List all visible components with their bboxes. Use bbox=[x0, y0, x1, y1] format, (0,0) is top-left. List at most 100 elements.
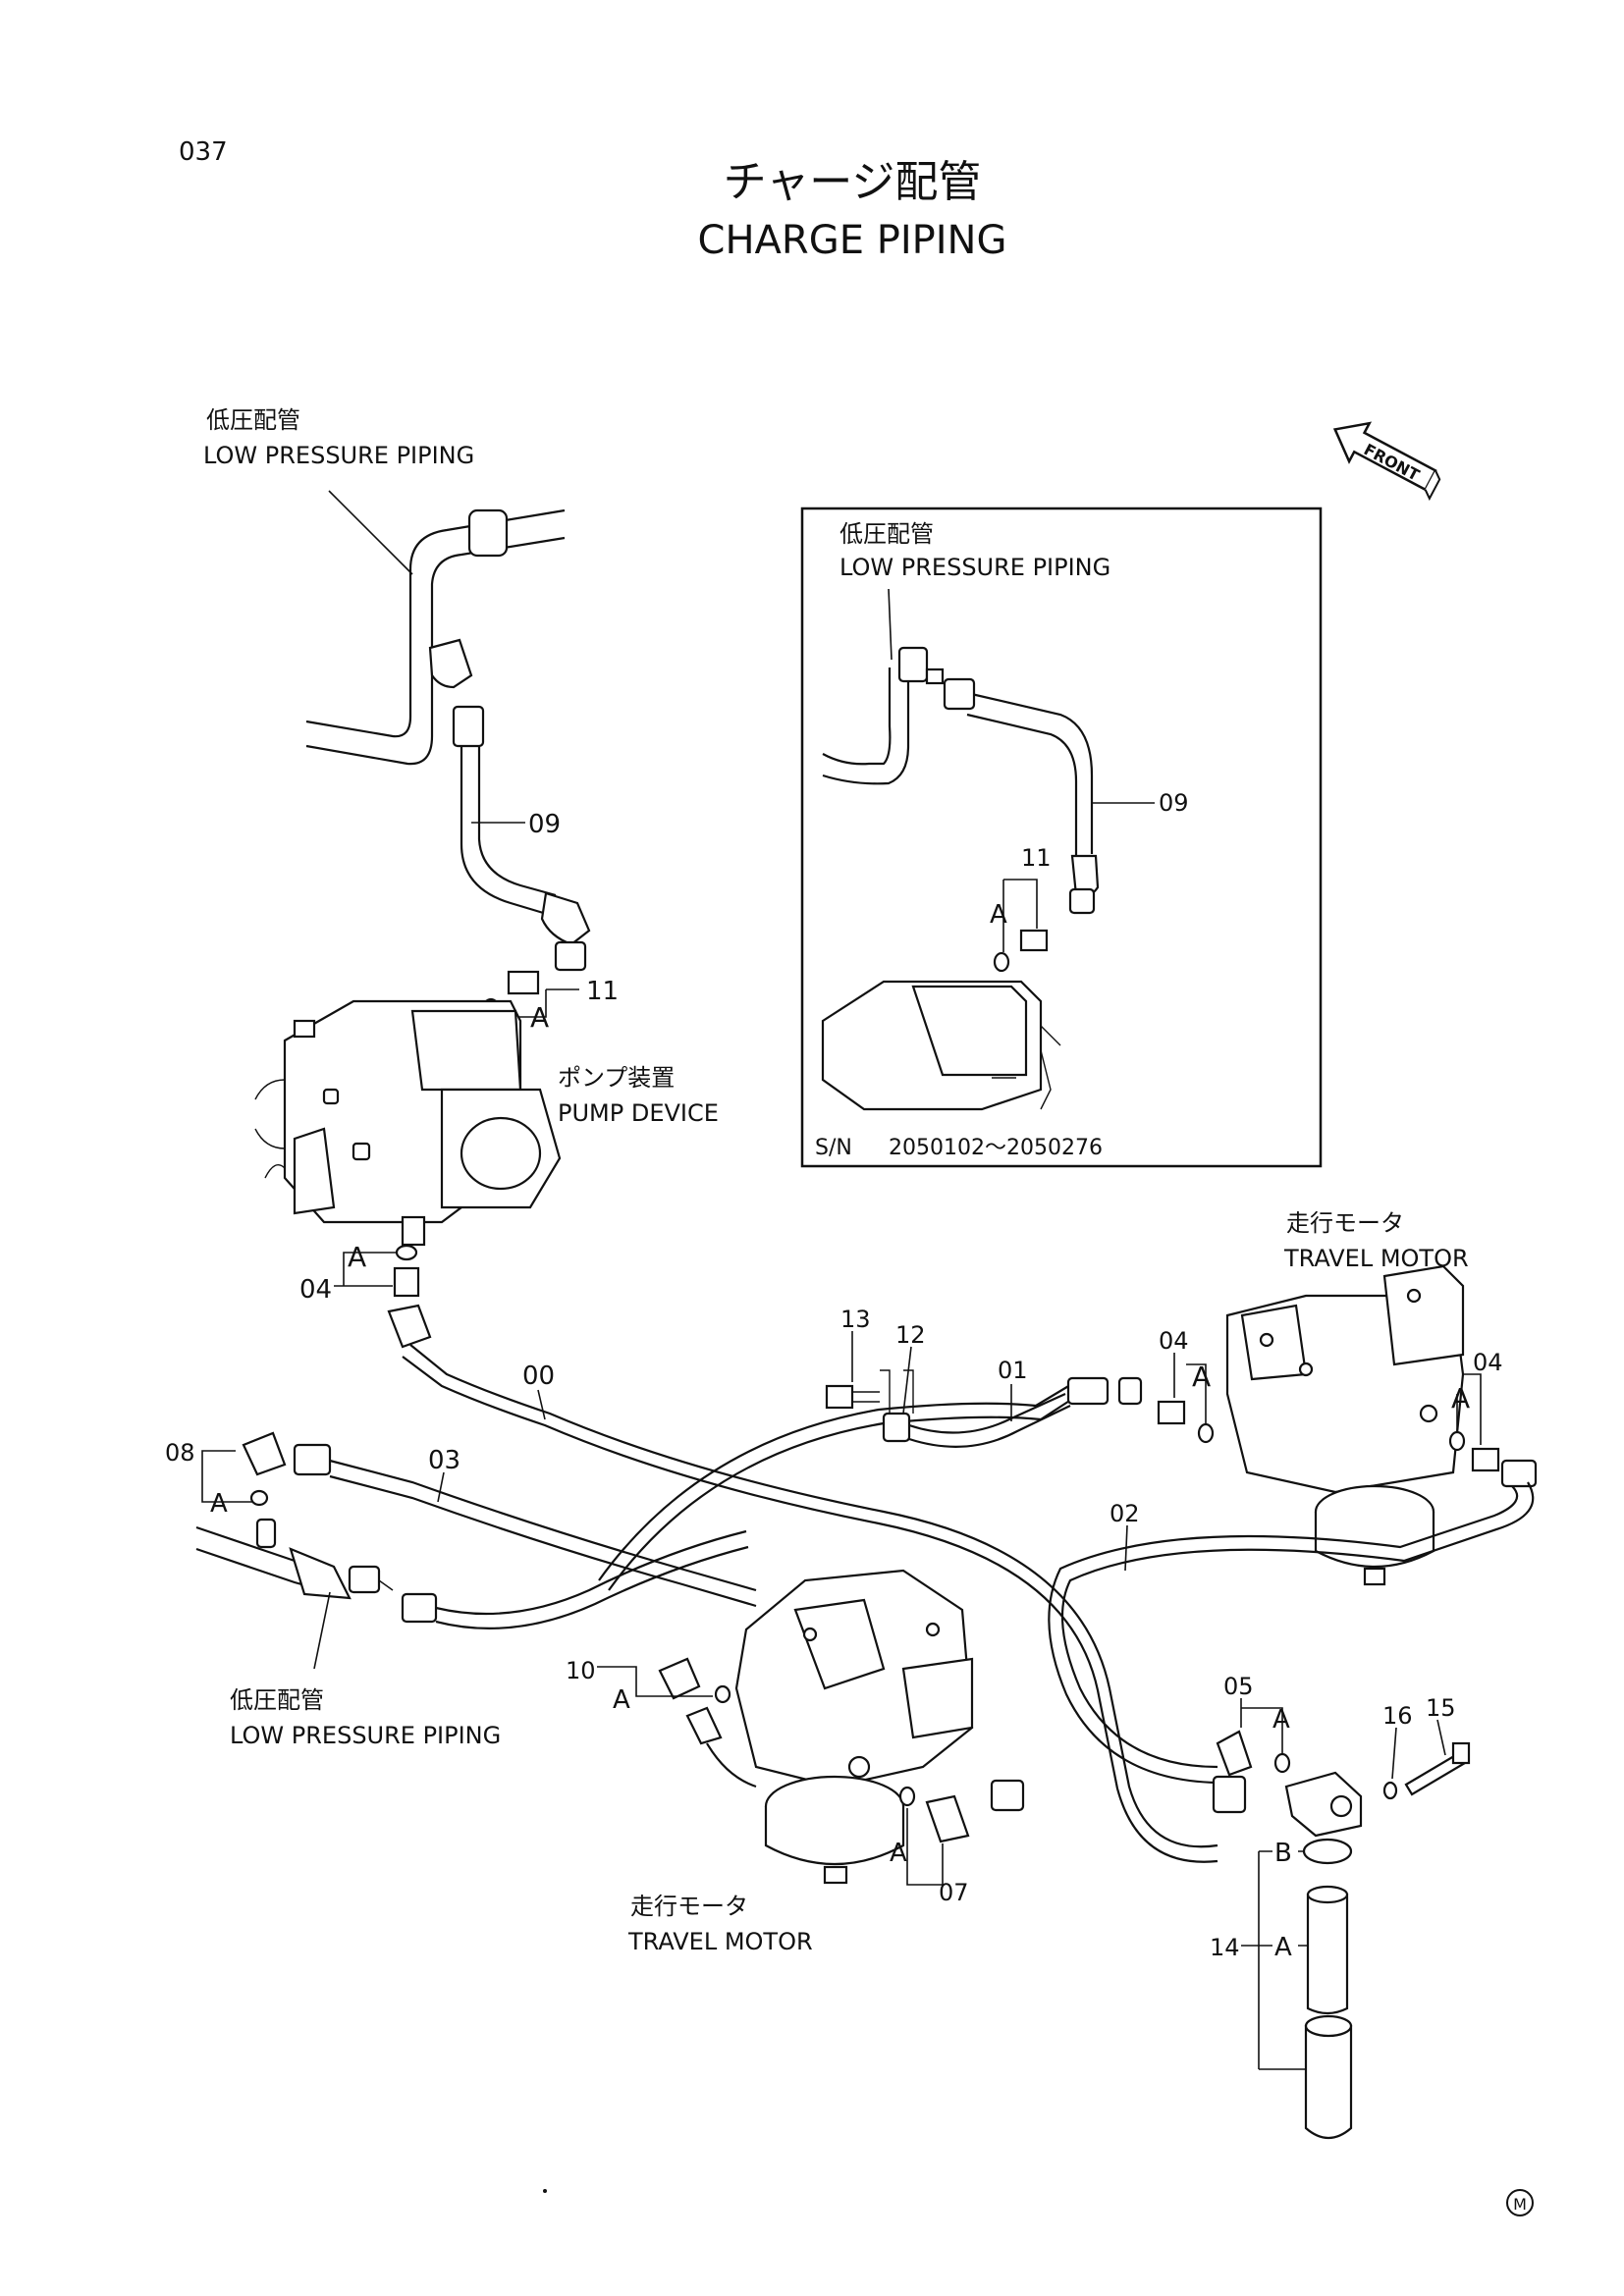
motor-bottom-top-block bbox=[793, 1598, 886, 1690]
callout-11: 11 bbox=[586, 977, 619, 1006]
callout-a-pump-bottom: A bbox=[348, 1241, 366, 1273]
inset-label-en: LOW PRESSURE PIPING bbox=[839, 554, 1110, 581]
hose-02-bottom-end bbox=[990, 1779, 1025, 1812]
callout-a-pump-top: A bbox=[530, 1001, 549, 1034]
inset-swivel-nut bbox=[1068, 887, 1096, 915]
inset-adapter bbox=[1019, 929, 1049, 952]
oring-pump-bottom bbox=[395, 1244, 418, 1261]
label-low-pressure-left-jp: 低圧配管 bbox=[230, 1686, 324, 1714]
callout-a-07: A bbox=[890, 1839, 907, 1868]
inset-serial-prefix: S/N bbox=[815, 1136, 852, 1160]
inset-pump-detail bbox=[992, 1025, 1061, 1079]
tank-pipe-clamp bbox=[467, 508, 509, 558]
leader-a-05 bbox=[1241, 1707, 1283, 1753]
leader-04-motor-right bbox=[1463, 1373, 1482, 1445]
adapter-11 bbox=[507, 970, 540, 995]
low-pressure-coupler-left bbox=[289, 1547, 352, 1600]
bolt-15-head bbox=[1451, 1741, 1471, 1765]
inset-tank-pipe bbox=[822, 667, 892, 766]
oring-07 bbox=[898, 1786, 916, 1807]
hose-03 bbox=[329, 1459, 757, 1592]
hose-03-motor-stub bbox=[706, 1742, 757, 1789]
motor-right-bolt-3 bbox=[1406, 1288, 1422, 1304]
oring-motor-right bbox=[1448, 1430, 1466, 1452]
hose-01-b bbox=[908, 1405, 1071, 1448]
callout-14: 14 bbox=[1210, 1934, 1240, 1961]
title-english: CHARGE PIPING bbox=[698, 218, 1007, 263]
hose-01 bbox=[908, 1392, 1066, 1434]
bolt-13-shank bbox=[852, 1391, 880, 1403]
callout-08: 08 bbox=[165, 1439, 195, 1467]
callout-a-motor-left: A bbox=[1192, 1361, 1211, 1393]
inset-pump-edge bbox=[1040, 1049, 1052, 1110]
leader-02 bbox=[1124, 1524, 1128, 1572]
low-pressure-clamp-left bbox=[255, 1518, 277, 1549]
leader-a-pump-bottom bbox=[343, 1252, 397, 1286]
low-pressure-nut-left bbox=[348, 1565, 381, 1594]
callout-00: 00 bbox=[522, 1362, 555, 1391]
hose-03-bottom-end bbox=[401, 1592, 438, 1624]
hose-03-return bbox=[435, 1529, 747, 1616]
motor-right-top-valve bbox=[1382, 1264, 1465, 1366]
label-travel-motor-bottom-en: TRAVEL MOTOR bbox=[627, 1928, 813, 1955]
callout-10: 10 bbox=[566, 1657, 596, 1684]
leader-15 bbox=[1436, 1719, 1446, 1756]
motor-bottom-hub bbox=[764, 1806, 905, 1865]
callout-a-10: A bbox=[613, 1685, 630, 1715]
pump-fitting-top bbox=[293, 1019, 316, 1039]
inset-callout-09: 09 bbox=[1159, 789, 1189, 817]
travel-motor-bottom bbox=[734, 1569, 974, 1885]
inset-nipple bbox=[925, 667, 945, 685]
elbow-05 bbox=[1216, 1730, 1253, 1777]
leader-08 bbox=[201, 1450, 253, 1503]
tank-pipe-outer bbox=[305, 508, 566, 738]
callout-15: 15 bbox=[1426, 1694, 1456, 1722]
callout-07: 07 bbox=[939, 1879, 969, 1906]
bolt-13-head bbox=[825, 1384, 854, 1410]
callout-03: 03 bbox=[428, 1446, 460, 1475]
oring-b-14 bbox=[1302, 1838, 1353, 1865]
pump-device bbox=[254, 999, 562, 1247]
leader-low-pressure-top bbox=[328, 490, 413, 575]
pump-end-block bbox=[293, 1127, 336, 1215]
callout-a-14: A bbox=[1274, 1933, 1292, 1962]
oring-08 bbox=[249, 1489, 269, 1507]
callout-02: 02 bbox=[1110, 1500, 1140, 1527]
hose-09-top-fitting bbox=[452, 705, 485, 748]
hose-09-swivel-nut bbox=[554, 940, 587, 972]
callout-16: 16 bbox=[1382, 1702, 1413, 1730]
filter-element-top bbox=[1306, 1885, 1349, 1904]
motor-bottom-bolt-2 bbox=[925, 1622, 941, 1637]
callout-05: 05 bbox=[1223, 1673, 1254, 1700]
callout-a-08: A bbox=[210, 1489, 228, 1519]
oring-10 bbox=[714, 1684, 731, 1704]
copyright-circle bbox=[1506, 2189, 1534, 2216]
leader-16 bbox=[1391, 1727, 1397, 1780]
motor-right-left-block bbox=[1240, 1304, 1308, 1381]
pump-plug bbox=[322, 1088, 340, 1105]
hose-03-motor-end bbox=[685, 1706, 723, 1745]
callout-04-pump: 04 bbox=[299, 1275, 332, 1305]
hose-02-inner bbox=[1048, 1485, 1519, 1785]
stray-dot bbox=[543, 2189, 547, 2193]
callout-04-motor-right: 04 bbox=[1473, 1349, 1503, 1376]
hose-09-inner bbox=[477, 746, 557, 897]
motor-right-hub bbox=[1314, 1512, 1435, 1569]
hose-03-inner bbox=[329, 1474, 757, 1608]
oring-05 bbox=[1273, 1752, 1291, 1774]
motor-bottom-port bbox=[847, 1755, 871, 1779]
inset-elbow bbox=[897, 646, 929, 683]
inset-hose-end-top bbox=[943, 677, 976, 711]
filter-head bbox=[1284, 1771, 1363, 1838]
inset-pump-block bbox=[911, 985, 1028, 1077]
callout-13: 13 bbox=[840, 1306, 871, 1333]
inset-callout-a: A bbox=[990, 900, 1007, 930]
suction-elbow-top bbox=[428, 638, 473, 689]
hose-00-inner bbox=[402, 1356, 1218, 1863]
inset-view: 低圧配管 LOW PRESSURE PIPING 09 11 A S/N 205… bbox=[800, 507, 1323, 1168]
label-low-pressure-top-en: LOW PRESSURE PIPING bbox=[203, 442, 474, 469]
pump-gear-cover bbox=[460, 1116, 542, 1191]
leader-12 bbox=[902, 1346, 912, 1415]
motor-bottom-bolt-1 bbox=[802, 1627, 818, 1642]
adapter-04-motor-right bbox=[1471, 1447, 1500, 1472]
